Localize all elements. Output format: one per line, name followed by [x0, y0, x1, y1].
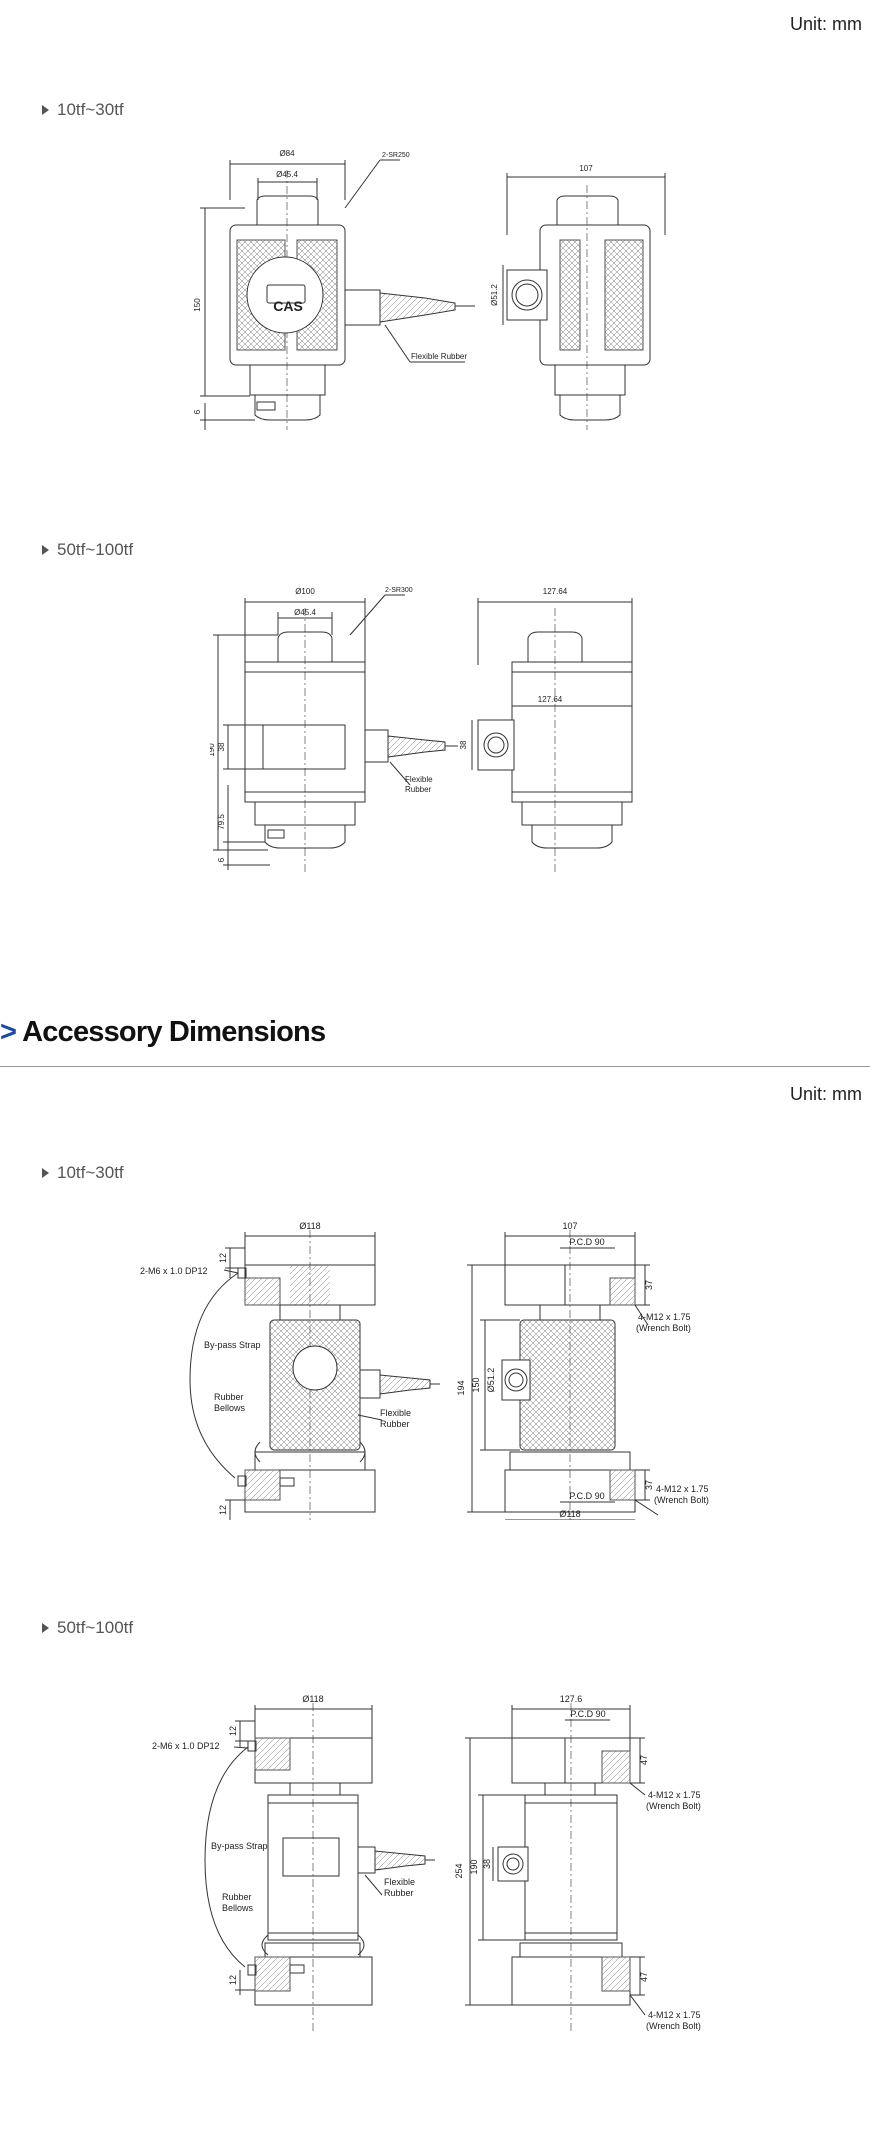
dim-bottom-height: 12 — [228, 1975, 238, 1985]
triangle-right-icon — [42, 1168, 49, 1178]
dim-bottom-plate: 47 — [639, 1972, 649, 1982]
dim-side-inner-width: 127.64 — [538, 695, 563, 704]
dim-mid-height: 150 — [471, 1377, 481, 1392]
dim-radius: 2-SR300 — [385, 587, 413, 594]
dim-side-hole: 38 — [459, 740, 468, 749]
label-flexible: Flexible — [405, 775, 433, 784]
side-view — [465, 1703, 646, 2033]
dim-base: 6 — [217, 857, 226, 862]
label-flexible: Flexible — [380, 1408, 411, 1418]
dim-pcd-bottom: P.C.D 90 — [569, 1491, 604, 1501]
front-view — [189, 1230, 440, 1520]
label-wrench-bolt-bottom: 4-M12 x 1.75 — [656, 1484, 709, 1494]
side-view — [467, 1230, 659, 1520]
drawing-accessory-small: Ø118 12 2-M6 x 1.0 DP12 By-pass Strap Ru… — [140, 1221, 709, 1520]
unit-label-2: Unit: mm — [790, 1084, 862, 1104]
label-bellows: Bellows — [214, 1403, 246, 1413]
dim-side-width: 127.6 — [560, 1695, 583, 1704]
label-wrench-bolt-bottom-sub: (Wrench Bolt) — [654, 1495, 709, 1505]
label-bypass-strap: By-pass Strap — [211, 1841, 268, 1851]
label-rubber: Rubber — [214, 1392, 244, 1402]
dim-side-width: 107 — [562, 1221, 577, 1231]
dim-top-plate: 37 — [644, 1280, 654, 1290]
accessory-heading: >Accessory Dimensions — [0, 1016, 326, 1049]
label-bypass-strap: By-pass Strap — [204, 1340, 261, 1350]
dim-radius: 2-SR250 — [382, 152, 410, 159]
front-view — [204, 1703, 435, 2033]
dim-side-width: 127.64 — [543, 587, 568, 596]
section-label-accessory-small: 10tf~30tf — [42, 1163, 124, 1183]
dim-top-height: 12 — [218, 1253, 228, 1263]
front-view — [213, 594, 458, 875]
label-bellows: Bellows — [222, 1903, 254, 1913]
dim-base: 6 — [193, 409, 202, 414]
triangle-right-icon — [42, 545, 49, 555]
side-view — [502, 173, 666, 430]
dim-top-diameter: Ø118 — [302, 1695, 323, 1704]
label-flexible-rubber: Flexible Rubber — [411, 352, 467, 361]
label-wrench-bolt-top-sub: (Wrench Bolt) — [636, 1323, 691, 1333]
dim-top-diameter: Ø84 — [279, 149, 295, 158]
dim-bottom-plate: 37 — [644, 1480, 654, 1490]
label-rubber-cable: Rubber — [380, 1419, 410, 1429]
dim-inner-diameter: Ø45.4 — [294, 608, 316, 617]
triangle-right-icon — [42, 1623, 49, 1633]
label-rubber-cable: Rubber — [384, 1888, 414, 1898]
label-bolt: 2-M6 x 1.0 DP12 — [152, 1741, 220, 1751]
dim-pcd-top: P.C.D 90 — [569, 1237, 604, 1247]
label-rubber: Rubber — [222, 1892, 252, 1902]
label-wrench-bolt-top: 4-M12 x 1.75 — [648, 1790, 701, 1800]
dim-side-hole: 38 — [482, 1859, 492, 1869]
cas-logo: CAS — [273, 298, 303, 314]
drawing-load-cell-large: Ø100 Ø45.4 2-SR300 190 38 79.5 6 Flexibl… — [210, 587, 633, 875]
dim-total-height: 194 — [456, 1380, 466, 1395]
label-wrench-bolt-top-sub: (Wrench Bolt) — [646, 1801, 701, 1811]
dim-side-hole: Ø51.2 — [486, 1368, 496, 1393]
triangle-right-icon — [42, 105, 49, 115]
drawing-accessory-large: Ø118 12 2-M6 x 1.0 DP12 By-pass Strap Ru… — [152, 1695, 701, 2033]
dim-plate: 38 — [217, 742, 226, 751]
dim-top-diameter: Ø118 — [299, 1221, 320, 1231]
heading-chevron-icon: > — [0, 1016, 17, 1048]
section-divider — [0, 1066, 870, 1067]
label-wrench-bolt-bottom: 4-M12 x 1.75 — [648, 2010, 701, 2020]
label-rubber: Rubber — [405, 785, 432, 794]
dim-top-plate: 47 — [639, 1755, 649, 1765]
front-view — [200, 159, 475, 430]
drawing-load-cell-small: Ø84 Ø45.4 2-SR250 150 6 Flexible Rubber … — [193, 149, 666, 430]
dim-inner-diameter: Ø45.4 — [276, 170, 298, 179]
dim-bottom-height: 12 — [218, 1505, 228, 1515]
dim-top-height: 12 — [228, 1726, 238, 1736]
label-flexible: Flexible — [384, 1877, 415, 1887]
dim-total-height: 254 — [454, 1863, 464, 1878]
unit-label: Unit: mm — [790, 14, 862, 34]
section-label-accessory-large: 50tf~100tf — [42, 1618, 133, 1638]
dim-side-width: 107 — [579, 164, 593, 173]
section-label-load-cell-large: 50tf~100tf — [42, 540, 133, 560]
section-label-text: 50tf~100tf — [57, 540, 134, 559]
section-label-text: 10tf~30tf — [57, 100, 124, 119]
label-bolt: 2-M6 x 1.0 DP12 — [140, 1266, 208, 1276]
dim-height: 150 — [193, 298, 202, 312]
side-view — [471, 598, 633, 875]
label-wrench-bolt-bottom-sub: (Wrench Bolt) — [646, 2021, 701, 2031]
section-label-text: 10tf~30tf — [57, 1163, 124, 1182]
dim-top-diameter: Ø100 — [295, 587, 315, 596]
dim-height: 190 — [210, 743, 216, 757]
heading-text: Accessory Dimensions — [22, 1016, 326, 1048]
dim-pcd-top: P.C.D 90 — [570, 1709, 605, 1719]
dim-mid-height: 190 — [469, 1859, 479, 1874]
dim-lower: 79.5 — [217, 814, 226, 830]
dim-bottom-diameter: Ø118 — [559, 1509, 580, 1519]
section-label-text: 50tf~100tf — [57, 1618, 134, 1637]
dim-side-hole: Ø51.2 — [490, 284, 499, 306]
label-wrench-bolt-top: 4-M12 x 1.75 — [638, 1312, 691, 1322]
section-label-load-cell-small: 10tf~30tf — [42, 100, 124, 120]
